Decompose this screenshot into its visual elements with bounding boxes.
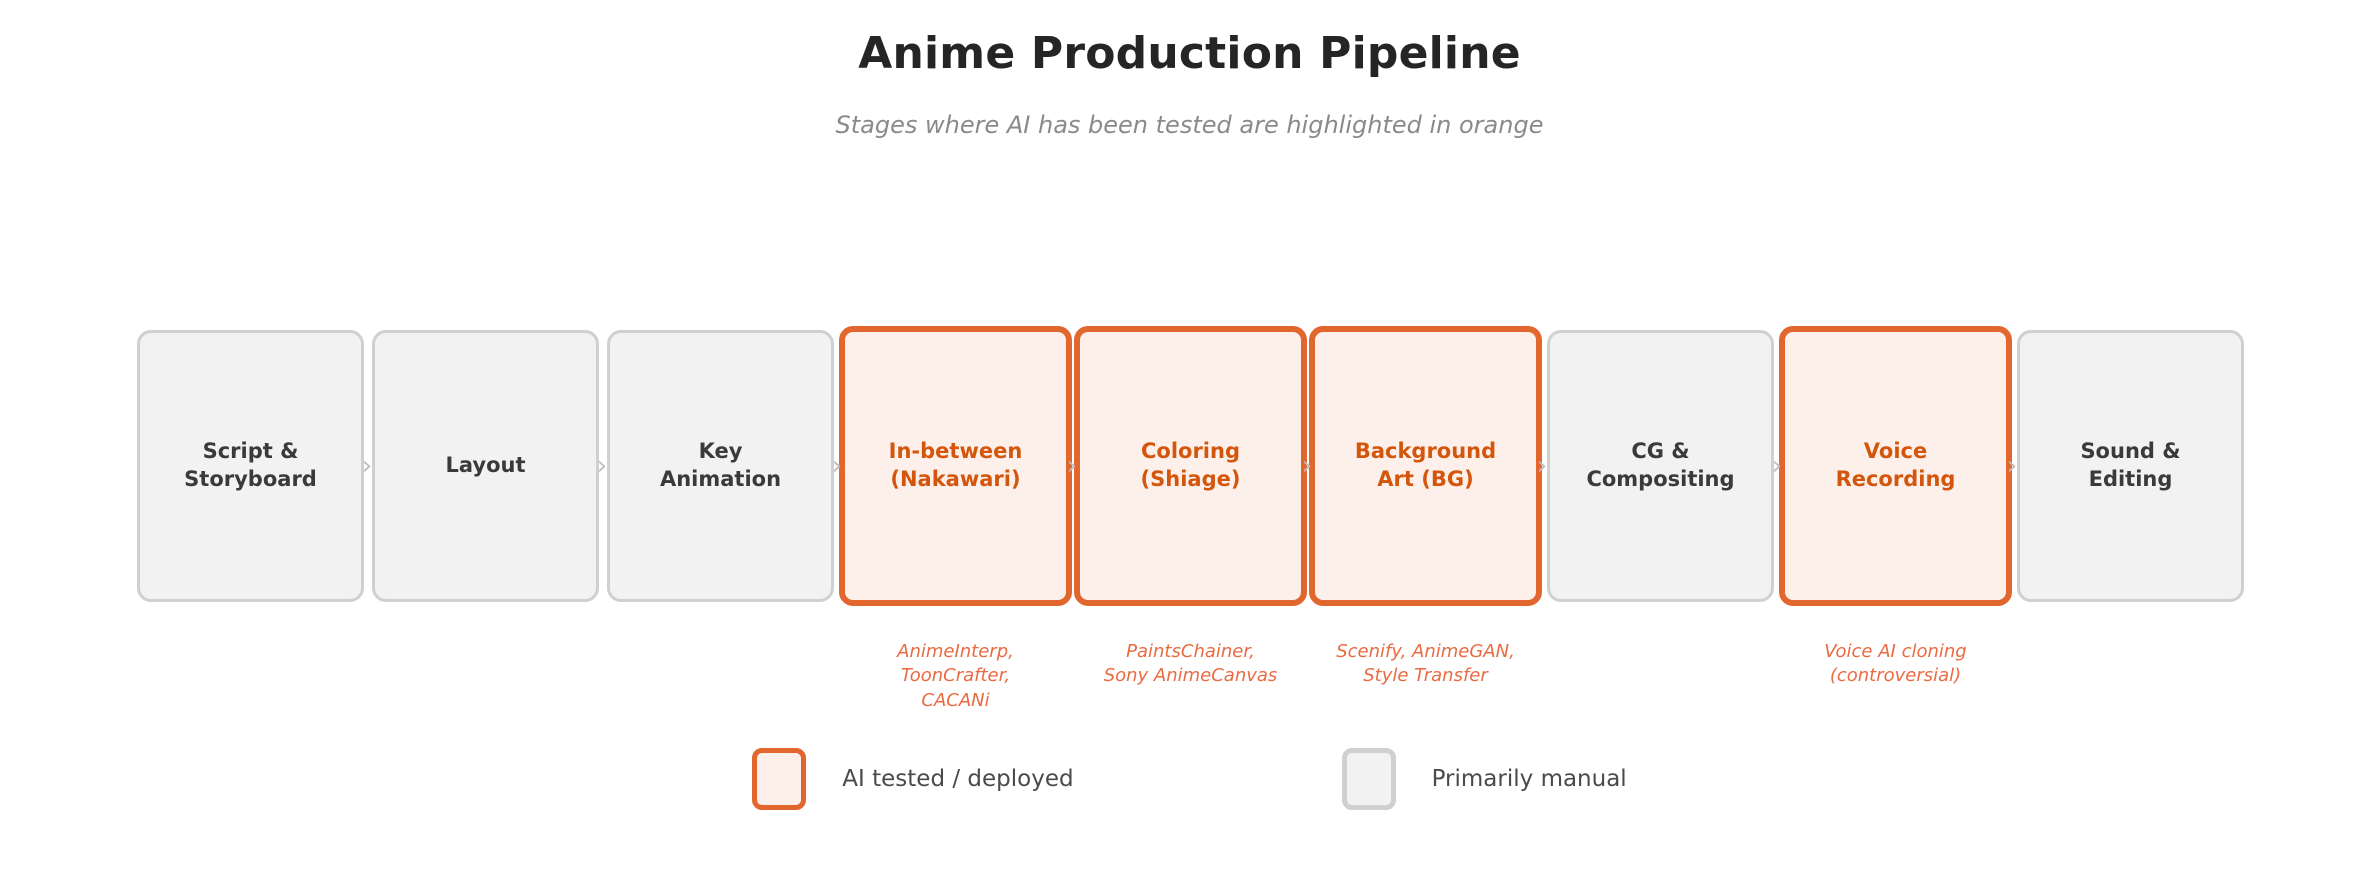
stage-box-manual[interactable]: Sound & Editing xyxy=(2017,330,2244,602)
legend: AI tested / deployed Primarily manual xyxy=(0,748,2379,810)
legend-label: AI tested / deployed xyxy=(842,766,1074,792)
stage-box-ai[interactable]: Voice Recording xyxy=(1779,326,2012,606)
stage-box-ai[interactable]: Coloring (Shiage) xyxy=(1074,326,1307,606)
pipeline-stage[interactable]: Voice Recording › xyxy=(1778,326,2017,606)
stage-label: Sound & Editing xyxy=(2080,439,2181,491)
stage-annotation-empty xyxy=(603,640,838,710)
chevron-right-icon: › xyxy=(596,451,608,481)
pipeline-stages: Script & Storyboard›Layout›Key Animation… xyxy=(133,326,2248,606)
stage-box-manual[interactable]: CG & Compositing xyxy=(1547,330,1774,602)
chevron-right-icon: › xyxy=(2006,451,2018,481)
stage-label: Script & Storyboard xyxy=(184,439,317,491)
stage-annotation-empty xyxy=(133,640,368,710)
legend-swatch-ai xyxy=(752,748,807,810)
page-subtitle: Stages where AI has been tested are high… xyxy=(835,110,1544,139)
chevron-right-icon: › xyxy=(1301,451,1313,481)
stage-box-manual[interactable]: Key Animation xyxy=(607,330,834,602)
page-title: Anime Production Pipeline xyxy=(858,28,1521,79)
stage-label: Coloring (Shiage) xyxy=(1140,439,1241,491)
chevron-right-icon: › xyxy=(1536,451,1548,481)
chevron-right-icon: › xyxy=(1771,451,1783,481)
chevron-right-icon: › xyxy=(831,451,843,481)
page-header: Anime Production Pipeline Stages where A… xyxy=(0,0,2379,140)
stage-annotation: Voice AI cloning (controversial) xyxy=(1824,641,1967,687)
pipeline-stage[interactable]: In-between (Nakawari) › xyxy=(838,326,1077,606)
stage-label: Key Animation xyxy=(659,439,782,491)
chevron-right-icon: › xyxy=(1066,451,1078,481)
legend-swatch-manual xyxy=(1341,748,1396,810)
legend-label: Primarily manual xyxy=(1431,766,1627,792)
pipeline-stage[interactable]: Key Animation › xyxy=(603,326,842,606)
chevron-right-icon: › xyxy=(361,451,373,481)
stage-annotation: Scenify, AnimeGAN, Style Transfer xyxy=(1336,641,1515,687)
stage-label: Layout xyxy=(445,453,526,478)
stage-annotation-empty xyxy=(1543,640,1778,710)
stage-annotation-empty xyxy=(2013,640,2248,710)
stage-annotation: AnimeInterp, ToonCrafter, CACANi xyxy=(897,641,1014,711)
stage-box-manual[interactable]: Script & Storyboard xyxy=(137,330,364,602)
stage-label: CG & Compositing xyxy=(1586,439,1735,491)
stage-annotation: PaintsChainer, Sony AnimeCanvas xyxy=(1103,641,1278,687)
stage-annotation-empty xyxy=(368,640,603,710)
stage-label: Background Art (BG) xyxy=(1354,439,1497,491)
legend-item: Primarily manual xyxy=(1341,748,1627,810)
pipeline-annotations: AnimeInterp, ToonCrafter, CACANi PaintsCh… xyxy=(133,640,2248,711)
pipeline-stage[interactable]: Coloring (Shiage) › xyxy=(1073,326,1312,606)
pipeline-stage[interactable]: Layout › xyxy=(368,326,607,606)
stage-box-manual[interactable]: Layout xyxy=(372,330,599,602)
pipeline-stage[interactable]: Script & Storyboard › xyxy=(133,326,372,606)
legend-item: AI tested / deployed xyxy=(752,748,1074,810)
stage-box-ai[interactable]: Background Art (BG) xyxy=(1309,326,1542,606)
stage-label: Voice Recording xyxy=(1835,439,1956,491)
stage-label: In-between (Nakawari) xyxy=(888,439,1023,491)
pipeline-stage[interactable]: CG & Compositing › xyxy=(1543,326,1782,606)
pipeline-stage[interactable]: Background Art (BG) › xyxy=(1308,326,1547,606)
pipeline-stage[interactable]: Sound & Editing xyxy=(2013,326,2248,606)
stage-box-ai[interactable]: In-between (Nakawari) xyxy=(839,326,1072,606)
